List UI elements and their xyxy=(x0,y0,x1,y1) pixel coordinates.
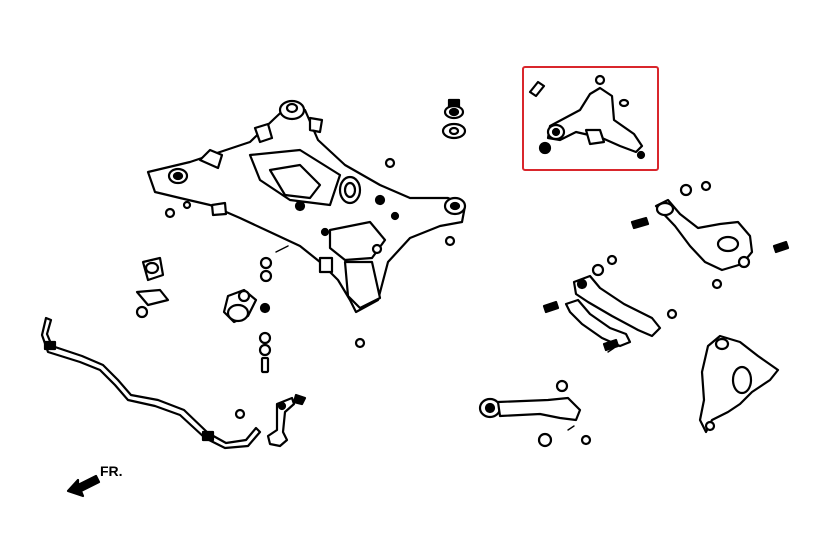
lateral-link xyxy=(572,254,678,338)
subframe-bushings xyxy=(164,98,467,349)
trailing-arm xyxy=(478,379,592,448)
lower-control-arm xyxy=(630,180,790,290)
upper-control-arm xyxy=(528,74,646,160)
arrow-left-icon xyxy=(66,474,101,498)
stabilizer-link xyxy=(266,393,307,448)
stabilizer-bar xyxy=(40,316,262,450)
rear-subframe xyxy=(146,99,467,314)
toe-arm xyxy=(542,298,632,352)
highlight-frame xyxy=(522,66,659,171)
front-direction-label: FR. xyxy=(100,463,123,479)
hardware-bolts xyxy=(275,245,615,431)
bushing-kit xyxy=(135,256,273,374)
front-direction-indicator: FR. xyxy=(66,463,123,498)
knuckle xyxy=(698,334,780,434)
